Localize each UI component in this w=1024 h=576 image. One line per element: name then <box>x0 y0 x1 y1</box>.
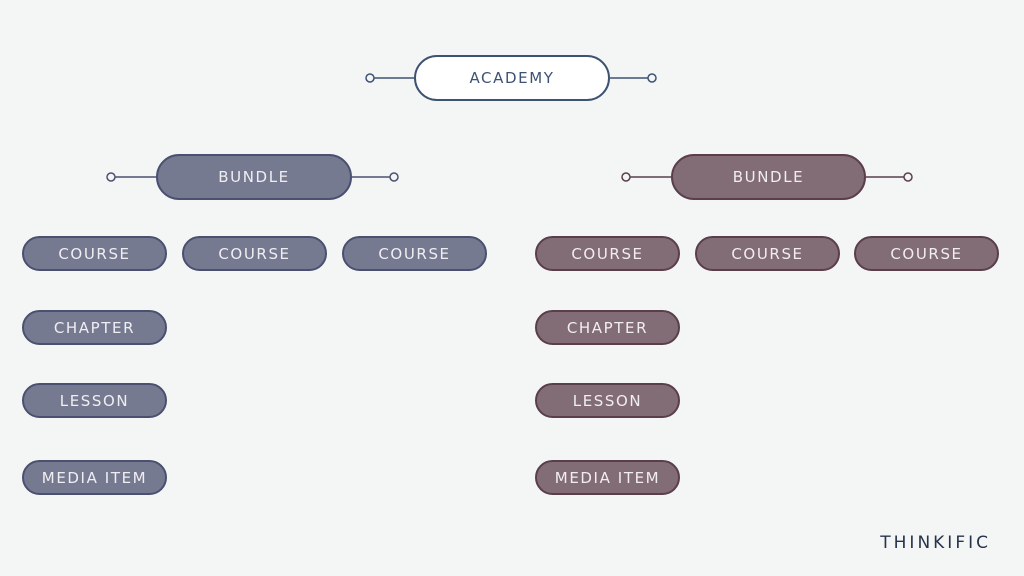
root-connectors <box>365 73 657 83</box>
course-node-right-1: COURSE <box>535 236 680 271</box>
lesson-node-right: LESSON <box>535 383 680 418</box>
course-node-left-2: COURSE <box>182 236 327 271</box>
media-item-node-left: MEDIA ITEM <box>22 460 167 495</box>
bundle-node-left: BUNDLE <box>156 154 352 200</box>
bundle-right-connectors <box>621 172 913 182</box>
media-item-node-right: MEDIA ITEM <box>535 460 680 495</box>
course-node-left-3: COURSE <box>342 236 487 271</box>
chapter-node-right: CHAPTER <box>535 310 680 345</box>
brand-logo: THINKIFIC <box>880 533 991 553</box>
bundle-node-right: BUNDLE <box>671 154 866 200</box>
course-node-right-3: COURSE <box>854 236 999 271</box>
bundle-left-connectors <box>106 172 399 182</box>
course-node-left-1: COURSE <box>22 236 167 271</box>
chapter-node-left: CHAPTER <box>22 310 167 345</box>
academy-node: ACADEMY <box>414 55 610 101</box>
course-node-right-2: COURSE <box>695 236 840 271</box>
lesson-node-left: LESSON <box>22 383 167 418</box>
